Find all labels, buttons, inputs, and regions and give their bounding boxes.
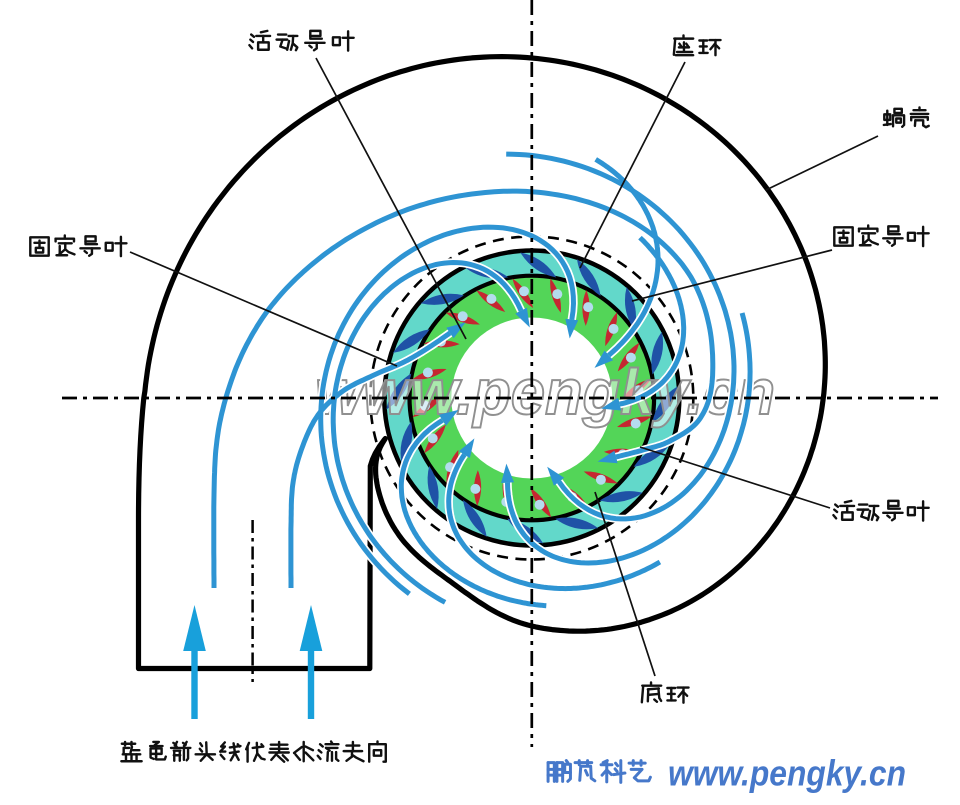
svg-text:www.pengky.cn: www.pengky.cn — [668, 753, 906, 794]
